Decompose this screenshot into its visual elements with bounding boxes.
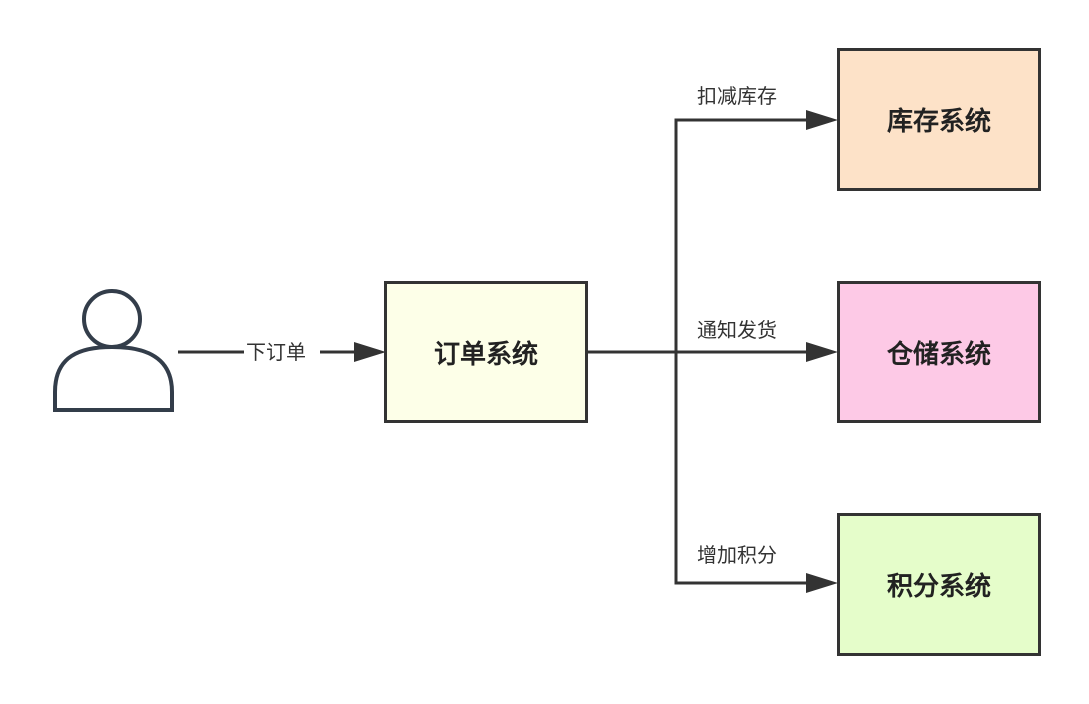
points-system-label: 积分系统 bbox=[886, 572, 991, 602]
order-connector bbox=[178, 342, 386, 362]
inventory-arrowhead bbox=[806, 110, 838, 130]
warehouse-system-label: 仓储系统 bbox=[886, 339, 991, 370]
inventory-system-label: 库存系统 bbox=[886, 107, 991, 137]
notify-ship-label: 通知发货 bbox=[697, 318, 777, 342]
order-edge-label: 下订单 bbox=[246, 340, 306, 364]
branch-connectors bbox=[586, 118, 807, 585]
points-arrowhead bbox=[806, 573, 838, 593]
points-system-box[interactable]: 积分系统 bbox=[837, 513, 1041, 656]
order-arrowhead bbox=[354, 342, 386, 362]
warehouse-arrowhead bbox=[806, 342, 838, 362]
user-icon bbox=[53, 289, 174, 412]
order-system-label: 订单系统 bbox=[433, 339, 538, 370]
deduct-stock-label: 扣减库存 bbox=[697, 84, 777, 108]
inventory-system-box[interactable]: 库存系统 bbox=[837, 48, 1041, 191]
warehouse-system-box[interactable]: 仓储系统 bbox=[837, 281, 1041, 423]
order-system-box[interactable]: 订单系统 bbox=[384, 281, 588, 423]
add-points-label: 增加积分 bbox=[697, 543, 777, 567]
